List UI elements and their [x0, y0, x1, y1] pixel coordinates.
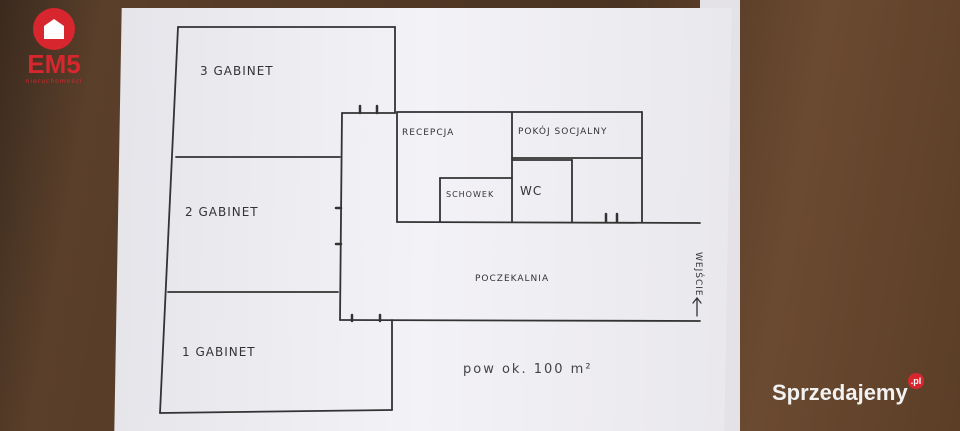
room-label-recepcja: RECEPCJA	[402, 128, 455, 138]
entrance-label: WEJŚCIE	[693, 252, 703, 297]
watermark-brand: Sprzedajemy	[772, 380, 908, 405]
area-note: pow ok. 100 m²	[463, 362, 593, 377]
corridor-walls	[339, 112, 701, 322]
door-marks	[334, 104, 619, 323]
house-icon	[33, 8, 75, 50]
room-label-pokoj-socjalny: POKÓJ SOCJALNY	[518, 127, 608, 137]
room-label-wc: WC	[520, 184, 543, 198]
sprzedajemy-watermark: Sprzedajemy.pl	[772, 373, 925, 406]
entrance-arrow-icon	[692, 296, 702, 317]
em5-logo: EM5 nieruchomości	[12, 8, 96, 85]
room-label-gabinet3: 3 GABINET	[200, 64, 274, 78]
logo-name: EM5	[27, 49, 81, 79]
room-label-gabinet1: 1 GABINET	[182, 345, 256, 359]
watermark-tld: .pl	[907, 373, 925, 389]
gabinet-walls	[159, 26, 396, 414]
room-label-poczekalnia: POCZEKALNIA	[475, 274, 550, 284]
room-label-gabinet2: 2 GABINET	[185, 205, 259, 219]
logo-subtitle: nieruchomości	[25, 78, 83, 85]
room-label-schowek: SCHOWEK	[446, 190, 495, 199]
right-block-walls	[396, 111, 701, 224]
